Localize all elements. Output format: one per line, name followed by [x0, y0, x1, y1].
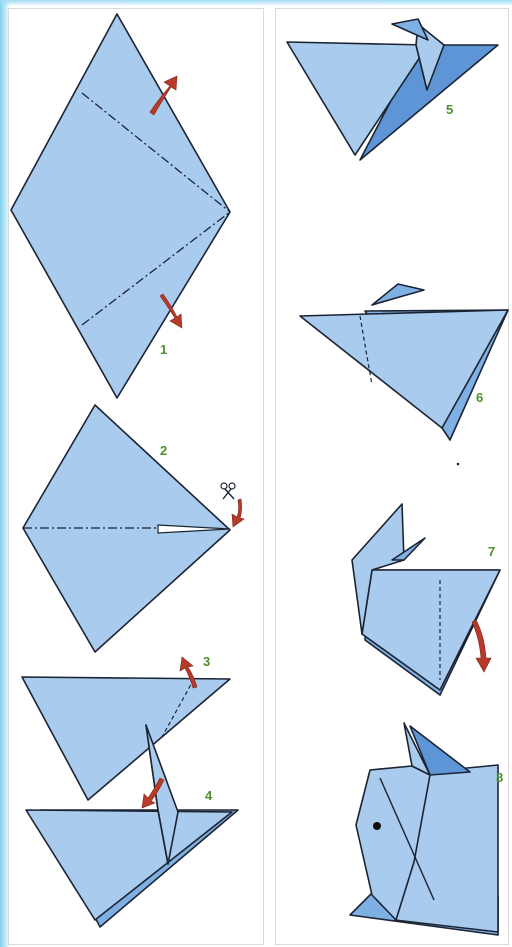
step-1-arrow-down-icon: [159, 293, 183, 329]
step-7-arrow-down-icon: [471, 619, 492, 673]
step-3-arrow-up-icon: [179, 656, 198, 689]
step-1-square: [10, 13, 231, 399]
bunny-eye-icon: [373, 822, 381, 830]
step-8-ear-inner: [403, 722, 431, 776]
step-2-arrow-down-icon: [231, 498, 245, 528]
stray-mark: [456, 462, 460, 466]
step-1-number: 1: [160, 342, 167, 357]
step-6-ear: [371, 283, 425, 306]
step-4-arrow-down-icon: [141, 777, 165, 809]
top-edge-decoration: [0, 0, 512, 6]
step-3-figure: 3: [21, 654, 231, 801]
step-1-figure: 1: [10, 13, 231, 399]
step-5-figure: 5: [286, 18, 499, 161]
step-8-ear: [409, 725, 471, 776]
step-6-number: 6: [476, 390, 483, 405]
step-4-number: 4: [205, 788, 213, 803]
step-5-flap-tip: [391, 18, 429, 41]
step-6-triangle: [299, 309, 509, 429]
step-3-triangle: [21, 676, 231, 801]
step-8-number: 8: [496, 770, 503, 785]
step-8-figure: 8: [349, 722, 503, 936]
step-4-figure: 4: [25, 724, 239, 928]
step-3-number: 3: [203, 654, 210, 669]
step-2-cut-slit: [157, 524, 231, 534]
step-1-fold-line-upper: [81, 92, 231, 213]
step-6-figure: 6: [299, 283, 509, 466]
step-8-cheek-line: [379, 777, 435, 901]
step-2-number: 2: [160, 443, 167, 458]
step-7-head: [351, 503, 405, 635]
step-5-triangle: [286, 41, 429, 156]
step-7-figure: 7: [351, 503, 501, 696]
step-1-fold-line-lower: [81, 211, 231, 326]
left-edge-decoration: [0, 0, 10, 947]
step-4-triangle: [25, 809, 233, 921]
step-5-number: 5: [446, 102, 453, 117]
step-2-figure: 2: [22, 404, 245, 653]
step-6-fold-line: [359, 315, 373, 386]
step-7-ear: [391, 537, 426, 561]
step-8-head: [355, 765, 431, 921]
step-7-number: 7: [488, 544, 495, 559]
step-1-arrow-up-icon: [149, 75, 178, 116]
scissors-icon: [220, 482, 236, 500]
